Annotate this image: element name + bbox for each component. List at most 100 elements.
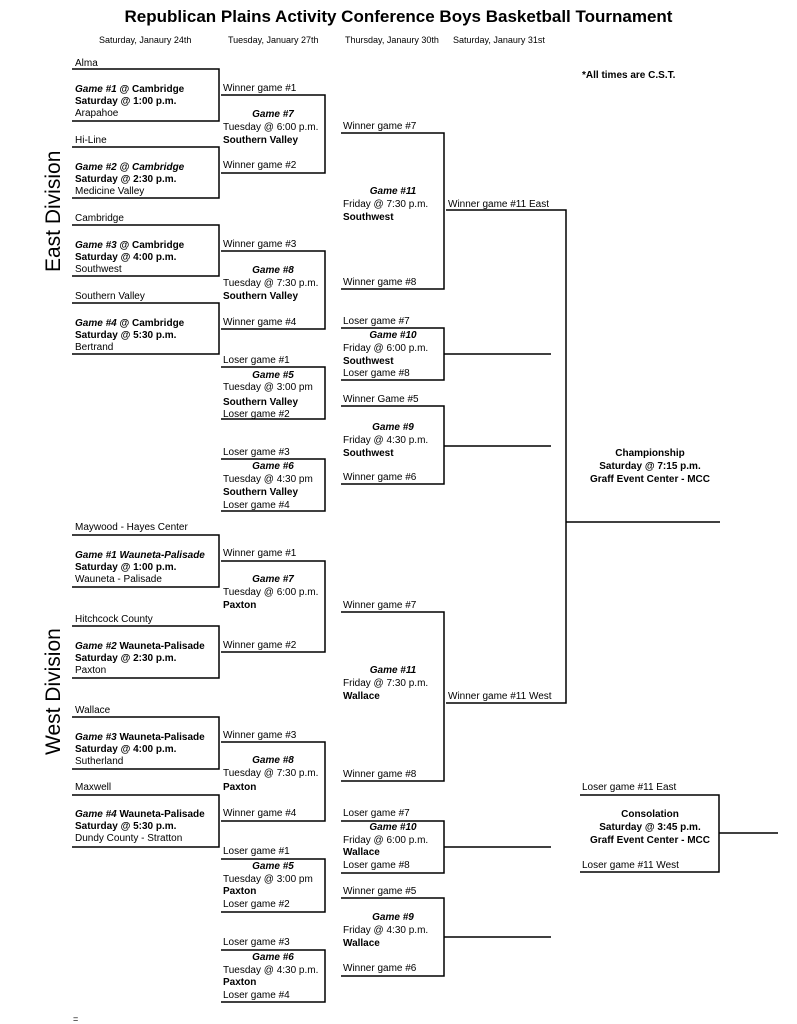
- east-g3-team-bottom: Southwest: [75, 264, 122, 275]
- west-g1-team-bottom: Wauneta - Palisade: [75, 574, 162, 585]
- west-g9-bottom: Winner game #6: [343, 963, 417, 974]
- east-g8-winner: Southern Valley: [223, 291, 299, 302]
- west-g8-label: Game #8: [252, 755, 294, 766]
- west-g5-bottom: Loser game #2: [223, 899, 290, 910]
- east-g5-time: Tuesday @ 3:00 pm: [223, 382, 313, 393]
- east-g6-winner: Southern Valley: [223, 487, 299, 498]
- west-g2-team-top: Hitchcock County: [75, 614, 153, 625]
- east-g1-team-top: Alma: [75, 58, 98, 69]
- east-g11-time: Friday @ 7:30 p.m.: [343, 199, 429, 210]
- east-g11-bottom: Winner game #8: [343, 277, 417, 288]
- east-g8-bottom: Winner game #4: [223, 317, 297, 328]
- east-g1-team-bottom: Arapahoe: [75, 108, 119, 119]
- east-g7-time: Tuesday @ 6:00 p.m.: [223, 122, 319, 133]
- east-g5-label: Game #5: [252, 370, 294, 381]
- west-g10-winner: Wallace: [343, 847, 380, 858]
- east-final-feed: Winner game #11 East: [448, 199, 549, 210]
- page-title: Republican Plains Activity Conference Bo…: [124, 7, 673, 26]
- east-division-label: East Division: [42, 150, 65, 272]
- west-g4-time: Saturday @ 5:30 p.m.: [75, 821, 177, 832]
- east-g2-team-bottom: Medicine Valley: [75, 186, 145, 197]
- east-g7-top: Winner game #1: [223, 83, 297, 94]
- east-g8-top: Winner game #3: [223, 239, 297, 250]
- date-round-2: Tuesday, January 27th: [228, 35, 319, 45]
- championship-time: Saturday @ 7:15 p.m.: [599, 461, 701, 472]
- east-g7-label: Game #7: [252, 109, 294, 120]
- east-g3-team-top: Cambridge: [75, 213, 124, 224]
- east-g10-winner: Southwest: [343, 356, 394, 367]
- consolation-top: Loser game #11 East: [582, 782, 677, 793]
- west-g1-time: Saturday @ 1:00 p.m.: [75, 562, 177, 573]
- east-g6-label: Game #6: [252, 461, 294, 472]
- west-g6-label: Game #6: [252, 952, 294, 963]
- west-g3-time: Saturday @ 4:00 p.m.: [75, 744, 177, 755]
- west-g3-label: Game #3 Wauneta-Palisade: [75, 732, 205, 743]
- east-g6-time: Tuesday @ 4:30 pm: [223, 474, 313, 485]
- east-g5-winner: Southern Valley: [223, 397, 299, 408]
- east-g6-top: Loser game #3: [223, 447, 290, 458]
- consolation-bottom: Loser game #11 West: [582, 860, 679, 871]
- east-g7-bottom: Winner game #2: [223, 160, 297, 171]
- west-g3-team-top: Wallace: [75, 705, 111, 716]
- west-g2-time: Saturday @ 2:30 p.m.: [75, 653, 177, 664]
- east-g9-label: Game #9: [372, 422, 414, 433]
- timezone-note: *All times are C.S.T.: [582, 70, 676, 81]
- east-g10-time: Friday @ 6:00 p.m.: [343, 343, 429, 354]
- footer-mark: =: [73, 1014, 79, 1024]
- date-round-4: Saturday, Janaury 31st: [453, 35, 545, 45]
- west-g3-team-bottom: Sutherland: [75, 756, 124, 767]
- east-g4-team-bottom: Bertrand: [75, 342, 114, 353]
- west-g7-bottom: Winner game #2: [223, 640, 297, 651]
- east-g11-top: Winner game #7: [343, 121, 417, 132]
- east-g2-label: Game #2 @ Cambridge: [75, 162, 185, 173]
- west-g5-winner: Paxton: [223, 886, 257, 897]
- west-g7-top: Winner game #1: [223, 548, 297, 559]
- championship-title: Championship: [615, 448, 685, 459]
- west-g4-team-bottom: Dundy County - Stratton: [75, 833, 183, 844]
- west-final-feed: Winner game #11 West: [448, 691, 552, 702]
- east-g1-time: Saturday @ 1:00 p.m.: [75, 96, 177, 107]
- west-g6-top: Loser game #3: [223, 937, 290, 948]
- west-g7-winner: Paxton: [223, 600, 257, 611]
- east-g10-label: Game #10: [369, 330, 417, 341]
- west-g8-top: Winner game #3: [223, 730, 297, 741]
- east-g2-team-top: Hi-Line: [75, 135, 107, 146]
- west-g5-label: Game #5: [252, 861, 294, 872]
- west-g9-winner: Wallace: [343, 938, 380, 949]
- west-g11-top: Winner game #7: [343, 600, 417, 611]
- west-g9-time: Friday @ 4:30 p.m.: [343, 925, 429, 936]
- east-g8-time: Tuesday @ 7:30 p.m.: [223, 278, 319, 289]
- west-g4-label: Game #4 Wauneta-Palisade: [75, 809, 205, 820]
- consolation-time: Saturday @ 3:45 p.m.: [599, 822, 701, 833]
- east-g8-label: Game #8: [252, 265, 294, 276]
- east-g4-label: Game #4 @ Cambridge: [75, 318, 185, 329]
- east-g3-time: Saturday @ 4:00 p.m.: [75, 252, 177, 263]
- east-g9-bottom: Winner game #6: [343, 472, 417, 483]
- west-g8-time: Tuesday @ 7:30 p.m.: [223, 768, 319, 779]
- east-g7-winner: Southern Valley: [223, 135, 299, 146]
- consolation-venue: Graff Event Center - MCC: [589, 835, 710, 846]
- east-g4-team-top: Southern Valley: [75, 291, 145, 302]
- west-g9-top: Winner game #5: [343, 886, 417, 897]
- east-g4-time: Saturday @ 5:30 p.m.: [75, 330, 177, 341]
- west-g6-winner: Paxton: [223, 977, 257, 988]
- west-g4-team-top: Maxwell: [75, 782, 112, 793]
- east-g11-winner: Southwest: [343, 212, 394, 223]
- west-g9-label: Game #9: [372, 912, 414, 923]
- west-g7-time: Tuesday @ 6:00 p.m.: [223, 587, 319, 598]
- east-g9-top: Winner Game #5: [343, 394, 419, 405]
- west-g2-label: Game #2 Wauneta-Palisade: [75, 641, 205, 652]
- west-g5-top: Loser game #1: [223, 846, 290, 857]
- consolation-title: Consolation: [621, 809, 679, 820]
- east-g3-label: Game #3 @ Cambridge: [75, 240, 185, 251]
- west-g1-team-top: Maywood - Hayes Center: [75, 522, 188, 533]
- east-g9-winner: Southwest: [343, 448, 394, 459]
- west-g6-time: Tuesday @ 4:30 p.m.: [223, 965, 319, 976]
- west-g11-bottom: Winner game #8: [343, 769, 417, 780]
- west-g10-time: Friday @ 6:00 p.m.: [343, 835, 429, 846]
- date-round-1: Saturday, Janaury 24th: [99, 35, 192, 45]
- east-g2-time: Saturday @ 2:30 p.m.: [75, 174, 177, 185]
- west-g8-bottom: Winner game #4: [223, 808, 297, 819]
- championship-venue: Graff Event Center - MCC: [589, 474, 710, 485]
